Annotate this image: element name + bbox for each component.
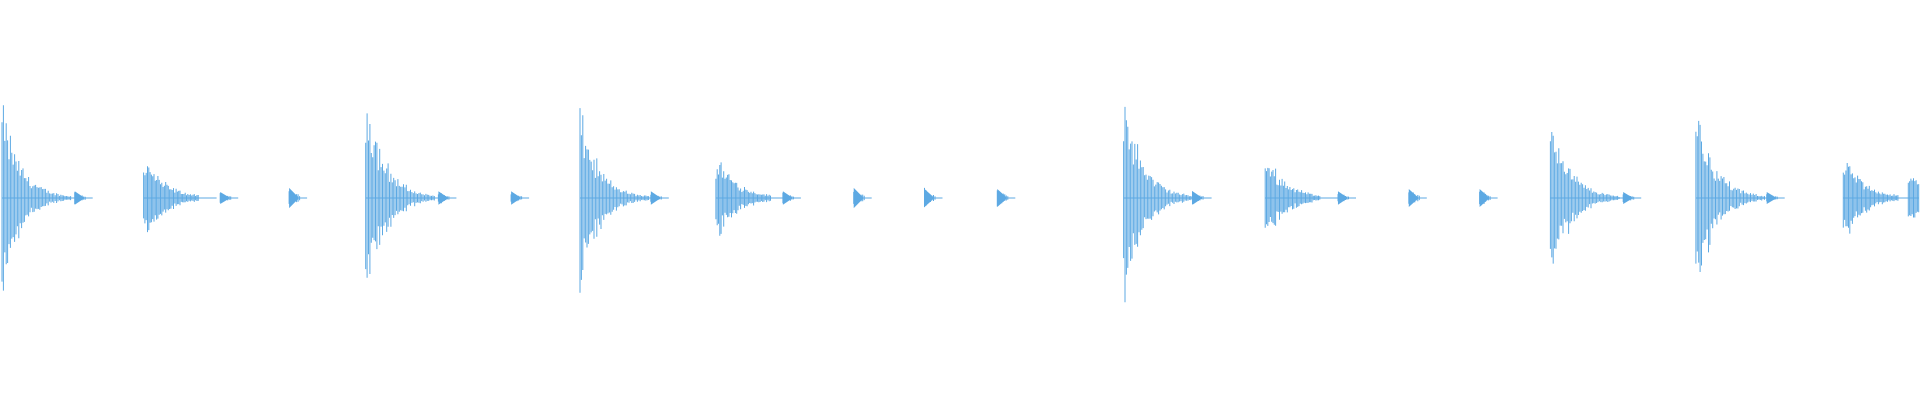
- waveform-tick-blip: [1623, 192, 1634, 204]
- waveform-transient: [1842, 163, 1917, 234]
- waveform-tick-blip: [511, 191, 522, 205]
- waveform-transient: [74, 191, 93, 205]
- waveform-peak-path: [1, 105, 90, 291]
- waveform-transient: [1337, 191, 1356, 205]
- waveform-transient: [1695, 120, 1784, 272]
- waveform-peak-path: [1695, 120, 1784, 272]
- waveform-tick-blip: [220, 192, 231, 204]
- waveform-transient: [1622, 192, 1642, 204]
- waveform-transient: [1549, 132, 1639, 264]
- waveform-tick-blip: [1192, 191, 1203, 205]
- waveform-tick-blip: [1337, 191, 1348, 205]
- waveform-tick-blip: [1479, 189, 1490, 207]
- waveform-transient: [1264, 167, 1339, 228]
- waveform-transient: [1192, 191, 1211, 205]
- waveform-tick-blip: [1408, 189, 1419, 207]
- waveform-transient: [1907, 178, 1920, 218]
- waveform-peak-path: [1123, 106, 1212, 303]
- waveform-transient: [219, 192, 239, 204]
- waveform-tick-blip: [853, 187, 864, 209]
- waveform-transient: [579, 108, 668, 293]
- waveform-peak-path: [365, 113, 454, 278]
- waveform-transient: [1123, 106, 1212, 303]
- waveform-transient: [365, 113, 454, 278]
- waveform-transient: [1479, 189, 1498, 207]
- waveform-peak-path: [1549, 132, 1639, 264]
- waveform-transient: [437, 191, 457, 205]
- waveform-transient: [853, 187, 872, 209]
- waveform-transient: [143, 166, 217, 233]
- waveform-transient: [1408, 189, 1427, 207]
- waveform-tick-blip: [438, 191, 449, 205]
- waveform-tick-blip: [650, 191, 661, 205]
- waveform-peak-path: [143, 166, 217, 233]
- waveform-peak-path: [1264, 167, 1339, 228]
- waveform-tick-blip: [289, 187, 300, 209]
- waveform-peak-path: [579, 108, 668, 293]
- waveform-tick-blip: [924, 189, 935, 207]
- waveform-transient: [1766, 192, 1785, 204]
- waveform-peak-path: [1842, 163, 1917, 234]
- waveform-tick-blip: [74, 191, 85, 205]
- waveform-tick-blip: [1766, 192, 1777, 204]
- waveform-tick-blip: [782, 191, 793, 205]
- waveform-transient: [650, 191, 669, 205]
- waveform-transient: [510, 191, 530, 205]
- waveform-transient: [288, 187, 308, 209]
- waveform-peak-path: [715, 162, 789, 236]
- waveform-peak-path: [1907, 178, 1920, 218]
- waveform-transient: [1, 105, 90, 291]
- waveform-transient: [924, 187, 943, 208]
- waveform-transient: [996, 189, 1016, 207]
- waveform-tick-blip: [997, 189, 1008, 207]
- waveform-transient: [715, 162, 789, 236]
- waveform-transient: [782, 191, 801, 205]
